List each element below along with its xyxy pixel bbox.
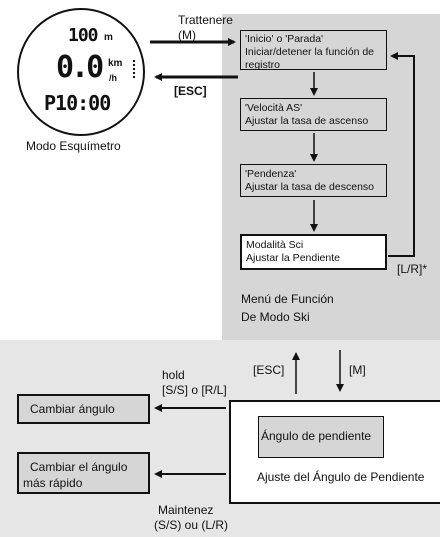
change-angle-fast-line2: más rápido [23,476,83,490]
watch-speed-unit-top: km [108,58,123,69]
slope-angle-label: Ángulo de pendiente [261,429,372,443]
hold-m-label-line2: (M) [178,28,196,42]
menu-item-descent-rate[interactable]: 'Pendenza' Ajustar la tasa de descenso [240,164,387,197]
lr-loop-arrow [388,52,415,257]
menu-caption-line1: Menú de Función [241,292,334,306]
watch-face [17,8,145,136]
hold-label-line2: [S/S] o [R/L] [162,383,227,397]
esc-return-label: [ESC] [174,84,207,98]
change-angle-fast-button[interactable]: Cambiar el ángulo más rápido [17,452,150,494]
m-transition-label: [M] [349,363,366,377]
menu-item-ascent-rate[interactable]: 'Velocità AS' Ajustar la tasa de ascenso [240,98,387,131]
slope-setting-panel: Ángulo de pendiente Ajuste del Ángulo de… [229,400,440,504]
menu-item-start-stop-desc: Iniciar/detener la función de registro [245,46,374,71]
watch-caption: Modo Esquímetro [26,139,121,153]
menu-item-ascent-rate-title: 'Velocità AS' [245,102,303,114]
slope-angle-box[interactable]: Ángulo de pendiente [258,416,384,458]
change-angle-fast-line1: Cambiar el ángulo [30,460,128,474]
watch-time-value: P10:00 [44,91,111,115]
maintain-label-line2: (S/S) ou (L/R) [154,518,229,532]
menu-item-descent-rate-title: 'Pendenza' [245,168,297,180]
menu-item-start-stop-title: 'Inicio' o 'Parada' [245,33,324,45]
esc-transition-label: [ESC] [253,363,285,377]
hold-label-line1: hold [162,368,185,382]
menu-item-ski-mode[interactable]: Modalità Sci Ajustar la Pendiente [240,234,387,270]
menu-item-ascent-rate-desc: Ajustar la tasa de ascenso [245,115,369,127]
watch-distance-value: 100 [68,25,98,46]
menu-item-start-stop[interactable]: 'Inicio' o 'Parada' Iniciar/detener la f… [240,30,387,71]
change-angle-label: Cambiar ángulo [30,402,115,416]
watch-distance-unit: m [104,32,113,43]
watch-menu-dots-icon [133,60,138,78]
hold-m-label-line1: Trattenere [178,13,233,27]
menu-item-ski-mode-desc: Ajustar la Pendiente [246,252,340,264]
change-angle-button[interactable]: Cambiar ángulo [17,394,150,424]
watch-speed-unit-bottom: /h [109,73,117,83]
menu-item-descent-rate-desc: Ajustar la tasa de descenso [245,181,374,193]
lr-cycle-label: [L/R]* [397,262,428,276]
slope-setting-label: Ajuste del Ángulo de Pendiente [257,470,425,484]
watch-speed-value: 0.0 [56,50,104,85]
menu-caption-line2: De Modo Ski [241,310,310,324]
menu-item-ski-mode-title: Modalità Sci [246,239,304,251]
maintain-label-line1: Maintenez [158,503,214,517]
